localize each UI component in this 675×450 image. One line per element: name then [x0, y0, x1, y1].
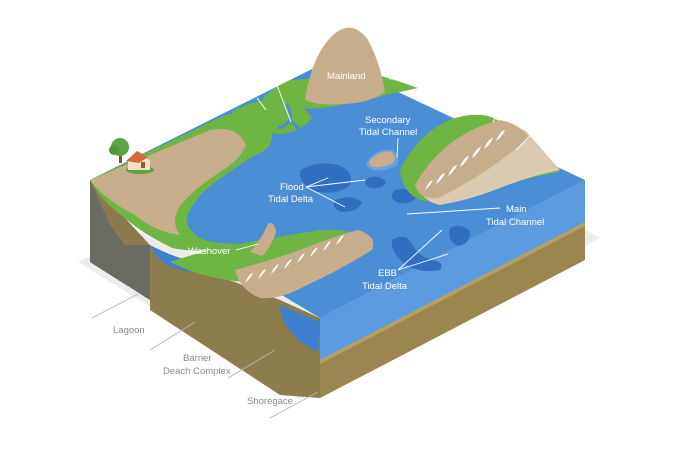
secondary-channel-island-sand: [369, 151, 395, 168]
label-flood-delta-2: Tidal Delta: [268, 194, 314, 205]
right-barrier-dunes: [415, 120, 530, 199]
ebb-delta-blob-2: [449, 225, 470, 246]
mainland-hill: [305, 27, 385, 105]
label-secondary-channel-2: Tidal Channel: [359, 127, 417, 138]
label-dunes: Dunes: [499, 95, 527, 106]
label-ebb-delta-2: Tidal Delta: [362, 281, 408, 292]
flood-delta-blob-3: [365, 176, 386, 189]
shoreface-water-cut: [280, 305, 320, 352]
tree-icon: [109, 138, 129, 163]
side-face-barrier: [150, 245, 280, 395]
label-beach: Beach: [532, 123, 559, 134]
cliff-face: [90, 180, 150, 300]
marsh-patch: [232, 99, 312, 134]
label-barrier-1: Barrier: [183, 353, 212, 364]
label-ebb-delta-1: EBB: [378, 268, 397, 279]
label-main-channel-1: Main: [506, 204, 527, 215]
ebb-delta-blob-1: [391, 236, 442, 272]
leaders-white: [235, 63, 533, 271]
label-main-channel-2: Tidal Channel: [486, 217, 544, 228]
label-lagoon: Lagoon: [113, 325, 145, 336]
flood-delta-blob-2: [333, 197, 362, 212]
ocean-side-face: [320, 180, 585, 360]
ocean-floor-stripe: [320, 222, 585, 364]
label-mainland: Mainland: [327, 71, 366, 82]
left-barrier-sand: [235, 230, 374, 299]
washover-lobe: [250, 223, 276, 256]
label-flood-delta-1: Flood: [280, 182, 304, 193]
label-shoreface: Shoregace: [247, 396, 293, 407]
label-barrier-2: Deach Complex: [163, 366, 231, 377]
lagoon-shore-sand: [90, 129, 246, 235]
label-tidal-flats: Tidal Flats: [400, 53, 444, 64]
label-washover: Washover: [188, 246, 230, 257]
leaders-grey: [91, 293, 319, 419]
ocean-floor-face: [320, 222, 585, 398]
house-icon: [126, 151, 154, 174]
label-marsh: Marsh: [219, 93, 245, 104]
dune-ridges-right: [425, 130, 505, 190]
label-secondary-channel-1: Secondary: [365, 115, 411, 126]
label-tidal-creek: Tidal Creek: [234, 68, 282, 79]
flood-delta-blob-1: [299, 163, 352, 193]
dune-ridges-left: [245, 235, 344, 283]
